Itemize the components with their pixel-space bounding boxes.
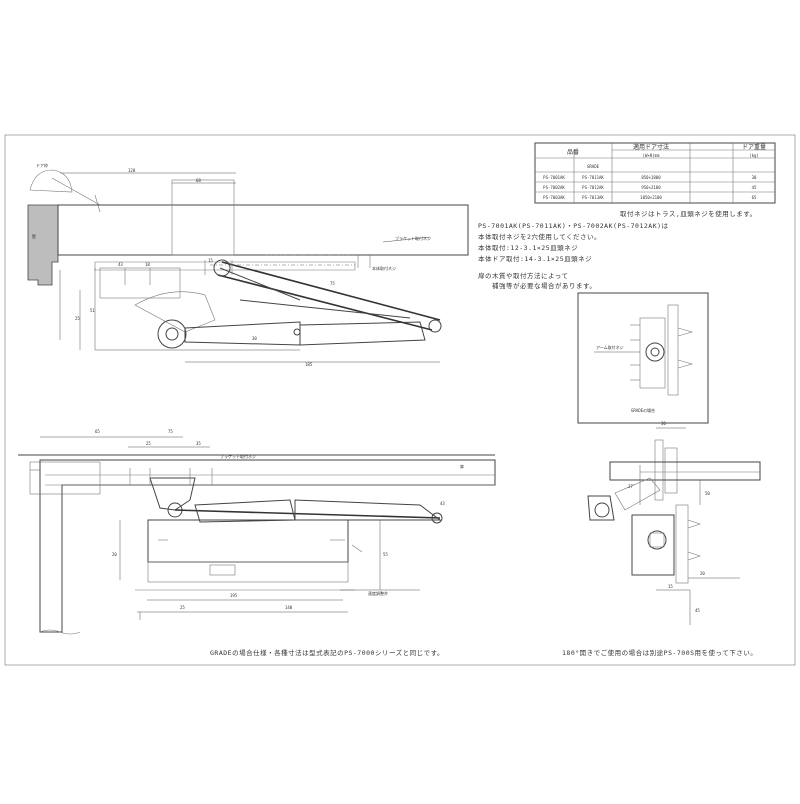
dim-text: 50 [705, 491, 710, 496]
spec-table: 品番 適用ドア寸法 ドア重量 GRADE (W×H)mm (kg) PS-700… [534, 142, 776, 204]
note-line: 本体ドア取付:14-3.1×25皿頭ネジ [478, 254, 592, 263]
dim-text: 30 [252, 336, 257, 341]
table-subheader-weight: (kg) [749, 153, 759, 158]
dim-text: 25 [146, 441, 151, 446]
detail-caption: GRADEの場合 [631, 407, 655, 413]
table-cell: PS-7001AK [543, 175, 565, 180]
label-speed-valve: 速度調整弁 [368, 590, 388, 596]
table-subheader-grade: GRADE [587, 164, 600, 169]
dim-text: 75 [330, 281, 335, 286]
plan-view: 壁 ドア枠 ブラケット取付ネジ 本体取付ネジ 120 68 15 51 25 1… [27, 162, 469, 367]
mounting-notes: 取付ネジはトラス,皿頭ネジを使用します。 PS-7001AK(PS-7011AK… [478, 209, 757, 290]
dim-text: 15 [668, 584, 673, 589]
label-bracket-screw: ブラケット取付ネジ [395, 235, 431, 241]
label-frame: ドア枠 [36, 162, 48, 168]
table-header-size: 適用ドア寸法 [633, 143, 669, 151]
warning-line: 扉の木質や取付方法によって [478, 271, 568, 280]
dim-text: 51 [90, 308, 95, 313]
note-line: PS-7001AK(PS-7011AK)・PS-7002AK(PS-7012AK… [478, 222, 669, 230]
table-header-model: 品番 [567, 149, 579, 156]
sheet-border [4, 134, 796, 666]
footer-note-right: 180°開きでご使用の場合は別途PS-700S用を使って下さい。 [562, 648, 757, 657]
dim-text: 185 [305, 362, 313, 367]
warning-line: 補強等が必要な場合があります。 [492, 281, 596, 290]
dim-text: 75 [168, 429, 173, 434]
dim-text: 25 [75, 316, 80, 321]
table-cell: 30 [752, 175, 757, 180]
dim-text: 68 [196, 178, 201, 183]
dim-text: 20 [112, 552, 117, 557]
label-bracket-screw: ブラケット取付ネジ [220, 453, 256, 459]
footer-note-left: GRADEの場合仕様・各種寸法は型式表記のPS-7000シリーズと同じです。 [210, 648, 444, 657]
label-door: 扉 [460, 463, 464, 469]
dim-text: 55 [383, 552, 388, 557]
dim-text: 140 [285, 605, 293, 610]
label-arm-screw: アーム取付ネジ [596, 344, 624, 350]
dim-text: 25 [180, 605, 185, 610]
note-line: 取付ネジはトラス,皿頭ネジを使用します。 [620, 209, 757, 218]
dim-text: 15 [208, 258, 213, 263]
table-cell: PS-7002AK [543, 185, 565, 190]
table-header-weight: ドア重量 [742, 143, 766, 151]
label-wall: 壁 [32, 233, 36, 239]
table-cell: PS-7012AK [582, 185, 604, 190]
dim-text: 43 [118, 262, 123, 267]
dim-text: 120 [128, 168, 136, 173]
table-cell: 950×2100 [641, 185, 661, 190]
note-line: 本体取付:12-3.1×25皿頭ネジ [478, 243, 578, 252]
dim-text: 27 [628, 484, 633, 489]
dim-text: 30 [661, 421, 666, 426]
dim-text: 18 [145, 262, 150, 267]
grade-detail-view: アーム取付ネジ GRADEの場合 [577, 292, 709, 424]
table-cell: 850×1800 [641, 175, 661, 180]
label-body-screw: 本体取付ネジ [372, 265, 396, 271]
dim-text: 45 [695, 608, 700, 613]
table-cell: 65 [752, 195, 757, 200]
dim-text: 195 [230, 593, 238, 598]
table-cell: PS-7011AK [582, 175, 604, 180]
dim-text: 20 [700, 571, 705, 576]
table-cell: 45 [752, 185, 757, 190]
note-line: 本体取付ネジを2穴使用してください。 [478, 232, 601, 241]
side-view: 30 20 15 45 50 27 [587, 421, 761, 625]
dim-text: 65 [95, 429, 100, 434]
table-subheader-size: (W×H)mm [643, 153, 660, 158]
dim-text: 35 [196, 441, 201, 446]
table-cell: PS-7003AK [543, 195, 565, 200]
front-view: ブラケット取付ネジ 速度調整弁 扉 65 75 25 35 20 55 195 … [18, 429, 496, 635]
dim-text: 43 [440, 501, 445, 506]
table-cell: 1050×2100 [640, 195, 662, 200]
table-cell: PS-7013AK [582, 195, 604, 200]
